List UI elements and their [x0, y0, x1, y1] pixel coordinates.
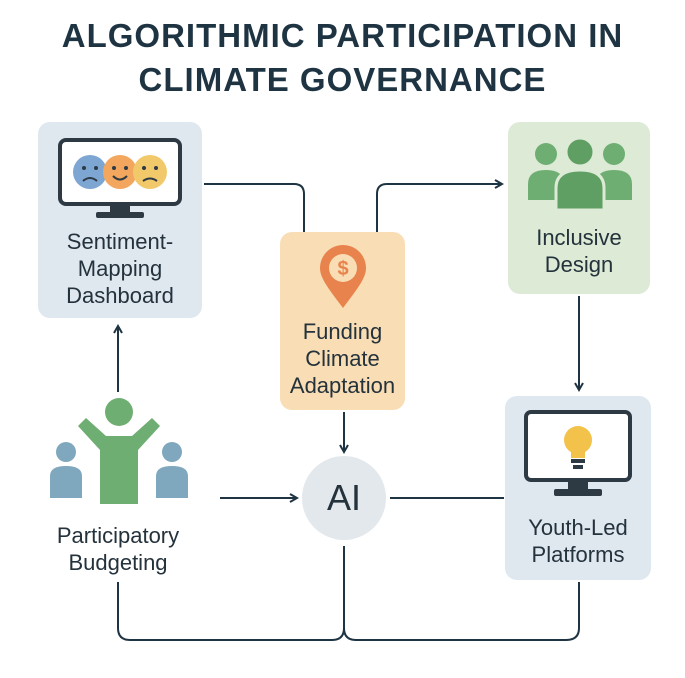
line-bottom-loop: [117, 546, 580, 641]
funding-label: Funding Climate Adaptation: [280, 318, 405, 399]
youth-platforms-label: Youth-Led Platforms: [505, 514, 651, 568]
people-group-icon: [528, 136, 632, 212]
participatory-budgeting-label: Participatory Budgeting: [28, 522, 208, 576]
sentiment-dashboard-label: Sentiment- Mapping Dashboard: [38, 228, 202, 309]
ai-node: AI: [302, 456, 386, 540]
diagram-title: ALGORITHMIC PARTICIPATION IN CLIMATE GOV…: [0, 14, 685, 102]
ai-label: AI: [326, 477, 361, 518]
monitor-faces-icon: [58, 138, 182, 218]
inclusive-design-label: Inclusive Design: [508, 224, 650, 278]
people-cheer-icon: [50, 398, 188, 504]
monitor-lightbulb-icon: [524, 410, 632, 496]
sentiment-line-3: Dashboard: [66, 283, 174, 308]
line-funding-to-inclusive: [376, 184, 502, 232]
sentiment-line-1: Sentiment-: [66, 229, 174, 254]
inclusive-line-1: Inclusive: [536, 225, 622, 250]
participatory-line-2: Budgeting: [68, 550, 168, 575]
youth-line-2: Platforms: [531, 542, 625, 567]
funding-line-3: Adaptation: [289, 373, 396, 398]
sentiment-line-2: Mapping: [77, 256, 163, 281]
title-line-2: CLIMATE GOVERNANCE: [138, 61, 547, 98]
inclusive-line-2: Design: [544, 252, 614, 277]
youth-line-1: Youth-Led: [528, 515, 628, 540]
title-line-1: ALGORITHMIC PARTICIPATION IN: [61, 17, 624, 54]
svg-text:$: $: [337, 258, 348, 280]
funding-line-1: Funding: [302, 319, 383, 344]
line-sentiment-to-funding: [204, 183, 305, 232]
participatory-line-1: Participatory: [56, 523, 180, 548]
dollar-pin-icon: $: [320, 245, 366, 308]
funding-line-2: Climate: [305, 346, 380, 371]
